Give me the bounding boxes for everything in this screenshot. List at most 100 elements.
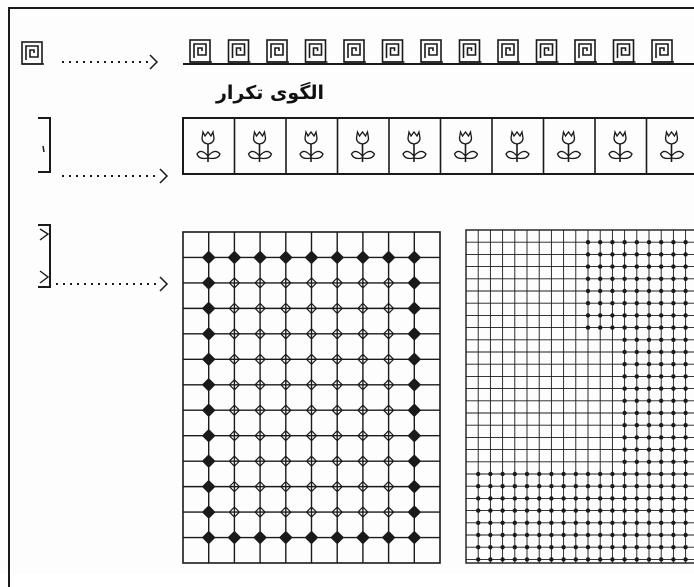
greek-key-motif — [381, 39, 406, 63]
grid-diamond — [254, 455, 266, 468]
grid-diamond — [357, 455, 369, 468]
grid-dot — [610, 313, 615, 318]
grid-dot — [634, 325, 639, 330]
grid-dot — [683, 484, 688, 489]
grid-dot — [598, 471, 603, 477]
grid-diamond — [305, 455, 318, 468]
grid-diamond — [279, 455, 292, 468]
grid-dot — [598, 276, 603, 281]
grid-diamond — [228, 480, 241, 493]
grid-diamond — [304, 250, 319, 265]
grid-dot — [671, 484, 676, 489]
grid-dot — [524, 508, 530, 513]
grid-dot — [646, 337, 652, 342]
grid-diamond — [279, 353, 292, 366]
grid-dot — [610, 301, 615, 306]
grid-dot — [683, 252, 688, 257]
grid-dot — [476, 471, 481, 477]
grid-dot — [573, 484, 578, 489]
grid-dot — [671, 459, 676, 464]
grid-dot — [622, 374, 627, 379]
grid-dot — [585, 313, 591, 318]
tulip-motif — [659, 131, 685, 163]
octagon-dot-grid — [182, 231, 441, 564]
grid-dot — [659, 325, 664, 330]
grid-dot — [500, 484, 505, 489]
grid-dot — [561, 532, 566, 538]
grid-diamond — [382, 378, 395, 391]
grid-dot — [634, 423, 639, 428]
grid-dot — [683, 447, 688, 452]
grid-diamond — [279, 327, 292, 340]
grid-dot — [610, 471, 615, 477]
grid-dot — [683, 520, 688, 525]
grid-dot — [549, 520, 554, 525]
grid-dot — [634, 276, 639, 281]
grid-dot — [524, 471, 530, 477]
grid-dot — [500, 508, 505, 513]
grid-diamond — [278, 530, 293, 545]
grid-dot — [610, 508, 615, 513]
grid-diamond — [407, 479, 422, 494]
grid-dot — [598, 484, 603, 489]
grid-diamond — [228, 277, 241, 289]
grid-dot — [671, 313, 676, 318]
grid-dot — [622, 545, 627, 550]
grid-dot — [476, 557, 481, 562]
grid-dot — [634, 301, 639, 306]
grid-dot — [646, 398, 652, 403]
grid-dot — [622, 496, 627, 501]
grid-diamond — [254, 327, 266, 340]
grid-diamond — [407, 276, 422, 290]
grid-dot — [634, 496, 639, 501]
grid-dot — [549, 508, 554, 513]
grid-dot — [659, 459, 664, 464]
tulip-motif — [350, 131, 376, 163]
grid-dot — [512, 508, 517, 513]
grid-diamond — [331, 506, 344, 518]
greek-key-motif — [651, 39, 675, 63]
grid-dot — [622, 325, 627, 330]
grid-dot — [671, 447, 676, 452]
grid-dot — [598, 313, 603, 318]
grid-dot — [622, 398, 627, 403]
tulip-motif — [247, 131, 273, 163]
grid-dot — [659, 423, 664, 428]
greek-key-motif — [266, 39, 290, 63]
grid-dot — [610, 288, 615, 294]
grid-diamond — [407, 326, 422, 341]
grid-dot — [634, 264, 639, 269]
tulip-row — [38, 117, 694, 184]
grid-dot — [585, 471, 591, 477]
grid-dot — [585, 496, 591, 501]
grid-dot — [537, 532, 542, 538]
grid-dot — [524, 496, 530, 501]
grid-dot — [622, 386, 627, 391]
grid-diamond — [305, 506, 318, 518]
grid-dot — [585, 276, 591, 281]
grid-dot — [646, 240, 652, 245]
grid-diamond — [305, 327, 318, 340]
grid-dot — [622, 264, 627, 269]
grid-dot — [646, 496, 652, 501]
tulip-motif — [556, 131, 582, 163]
grid-dot — [598, 288, 603, 294]
greek-key-motif — [458, 39, 483, 63]
grid-dot — [671, 386, 676, 391]
grid-dot — [683, 545, 688, 550]
grid-dot — [683, 362, 688, 367]
grid-dot — [524, 484, 530, 489]
grid-dot — [573, 496, 578, 501]
grid-dot — [598, 496, 603, 501]
grid-diamond — [331, 429, 344, 442]
arrowhead-icon — [149, 54, 159, 70]
tulip-motif — [453, 131, 479, 163]
grid-dot — [585, 301, 591, 306]
grid-dot — [634, 374, 639, 379]
arrowhead-icon — [159, 168, 169, 184]
grid-dot — [683, 264, 688, 269]
grid-dot — [573, 532, 578, 538]
grid-diamond — [407, 428, 422, 443]
grid-diamond — [357, 353, 369, 366]
grid-dot — [500, 520, 505, 525]
